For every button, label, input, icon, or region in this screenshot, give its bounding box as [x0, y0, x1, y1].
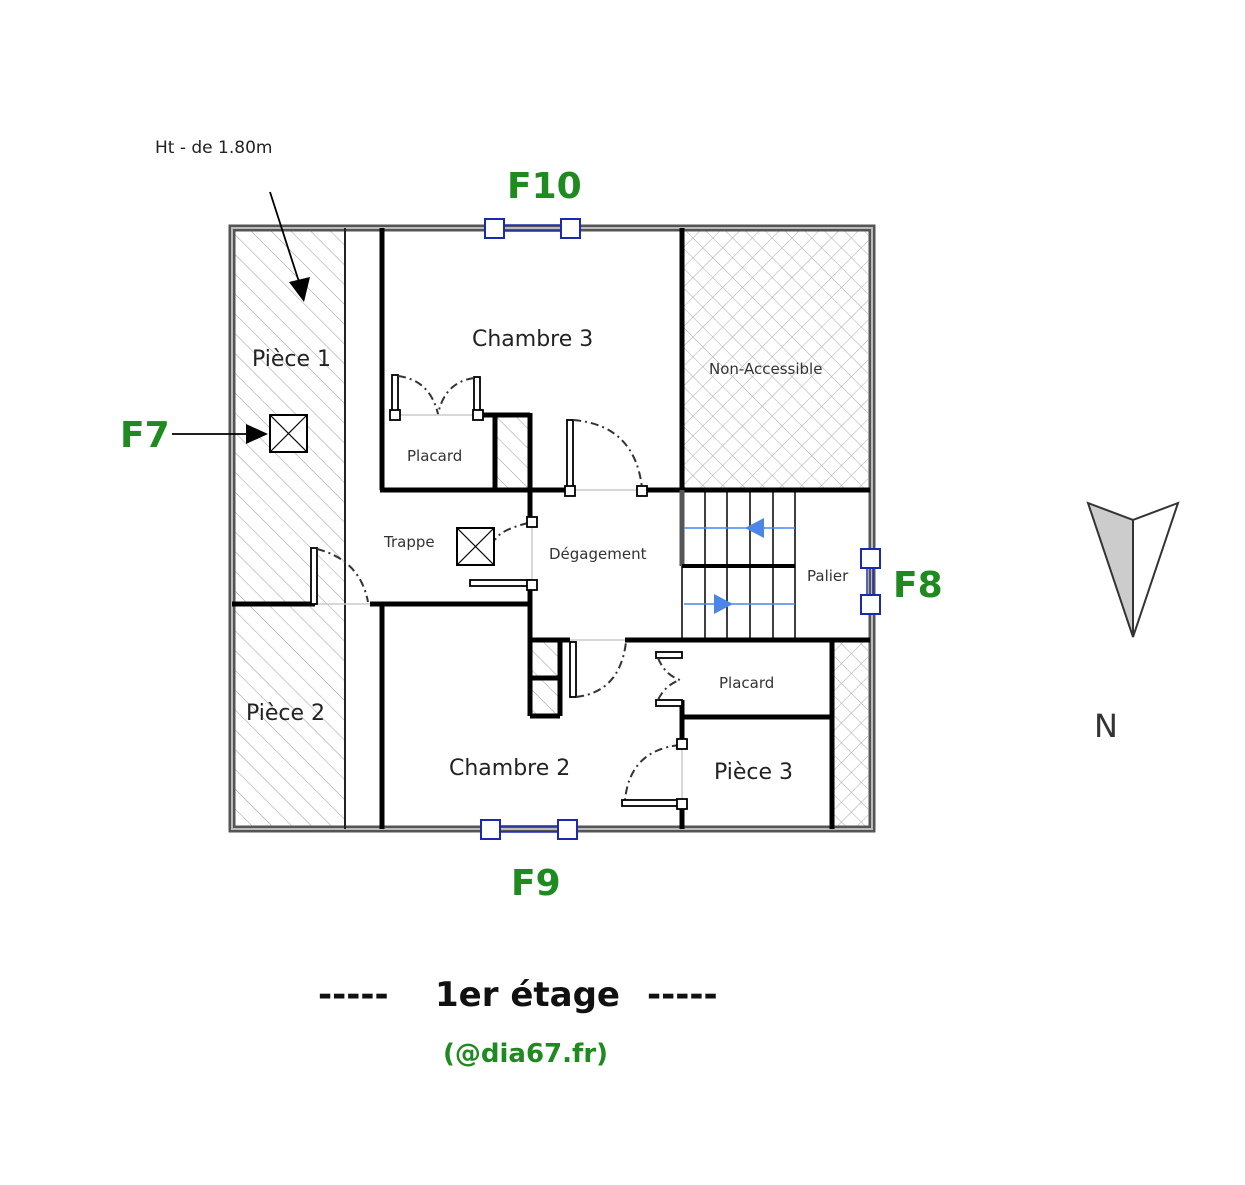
title-dashes-left: ----- [318, 975, 389, 1015]
room-label-chambre2: Chambre 2 [449, 756, 570, 781]
staircase[interactable] [681, 490, 796, 640]
label-trappe: Trappe [383, 533, 435, 551]
doors[interactable] [310, 374, 688, 810]
window-label-f10: F10 [507, 166, 582, 207]
room-label-degagement: Dégagement [549, 545, 647, 563]
compass-north-label: N [1094, 707, 1118, 745]
window-label-f9: F9 [511, 863, 561, 904]
room-label-non-accessible: Non-Accessible [709, 360, 822, 378]
floor-title: 1er étage [435, 975, 620, 1015]
annotation-arrow [269, 191, 310, 302]
low-ceiling-zone [234, 230, 345, 827]
room-label-piece1: Pièce 1 [252, 347, 331, 372]
window-f8[interactable] [860, 548, 881, 615]
room-label-piece3: Pièce 3 [714, 760, 793, 785]
window-f9[interactable] [480, 819, 578, 840]
north-compass-icon [1086, 501, 1180, 638]
non-accessible-zone [682, 230, 868, 490]
duct-block [495, 415, 530, 490]
stair-arrow-left-icon [745, 518, 764, 538]
interior-walls [232, 228, 870, 829]
title-dashes-right: ----- [647, 975, 718, 1015]
trappe-hatch-icon[interactable] [456, 527, 495, 566]
roof-hatch-icon [269, 414, 308, 453]
room-label-placard-top: Placard [407, 447, 462, 465]
room-label-chambre3: Chambre 3 [472, 327, 593, 352]
outer-wall-inner [231, 227, 873, 830]
window-label-f7: F7 [120, 415, 170, 456]
window-f10[interactable] [484, 218, 581, 239]
room-label-palier: Palier [807, 567, 849, 585]
room-label-piece2: Pièce 2 [246, 701, 325, 726]
height-annotation: Ht - de 1.80m [155, 138, 272, 158]
non-accessible-strip [832, 640, 868, 827]
f7-arrow [172, 424, 268, 444]
credit-link: (@dia67.fr) [443, 1039, 608, 1069]
stair-arrow-right-icon [714, 594, 733, 614]
room-label-placard-bottom: Placard [719, 674, 774, 692]
window-label-f8: F8 [893, 565, 943, 606]
